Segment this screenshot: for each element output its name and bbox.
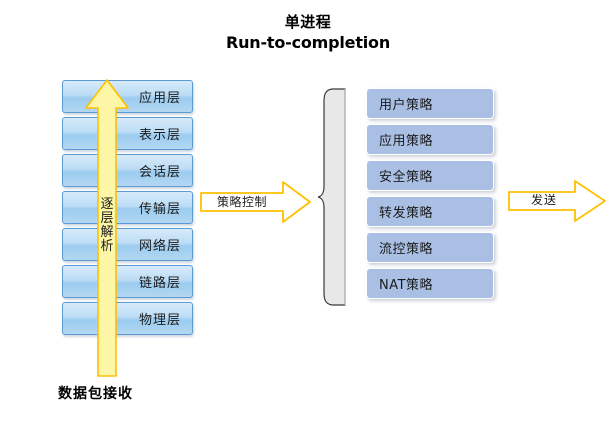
policy-item-security[interactable]: 安全策略: [366, 160, 494, 191]
layer-label: 应用层: [138, 91, 181, 106]
layer-label: 物理层: [138, 313, 181, 328]
policy-label: 流控策略: [379, 242, 434, 257]
policy-label: 应用策略: [379, 134, 434, 149]
layer-label: 传输层: [138, 202, 181, 217]
policy-label: 转发策略: [379, 206, 434, 221]
policy-item-user[interactable]: 用户策略: [366, 88, 494, 119]
title-line-chinese: 单进程: [284, 13, 332, 31]
right-arrow-icon: [200, 181, 311, 223]
policy-control-label: 策略控制: [216, 195, 267, 209]
diagram-title: 单进程 Run-to-completion: [0, 12, 616, 54]
up-arrow-label: 逐 层 解 析: [84, 197, 130, 255]
title-line-english: Run-to-completion: [225, 33, 391, 53]
policy-list: 用户策略 应用策略 安全策略 转发策略 流控策略 NAT策略: [366, 88, 494, 304]
right-arrow-icon: [508, 180, 606, 222]
protocol-layer-stack: 应用层 表示层 会话层 传输层 网络层 链路层 物理层: [62, 80, 193, 339]
layer-box-datalink[interactable]: 链路层: [62, 265, 193, 298]
up-arrow-label-char-4: 析: [100, 239, 114, 255]
policy-label: NAT策略: [379, 278, 434, 293]
layer-box-presentation[interactable]: 表示层: [62, 117, 193, 150]
up-arrow-label-char-1: 逐: [100, 197, 114, 212]
layer-box-network[interactable]: 网络层: [62, 228, 193, 261]
policy-label: 用户策略: [379, 98, 434, 113]
layer-label: 网络层: [138, 239, 181, 254]
up-arrow-label-char-3: 解: [100, 225, 114, 241]
layer-label: 表示层: [138, 128, 181, 143]
send-label: 发送: [530, 193, 557, 207]
packet-receive-caption: 数据包接收: [58, 386, 133, 402]
policy-group-brace: [317, 86, 348, 308]
policy-item-forwarding[interactable]: 转发策略: [366, 196, 494, 227]
policy-label: 安全策略: [379, 170, 434, 185]
layer-box-physical[interactable]: 物理层: [62, 302, 193, 335]
layer-box-transport[interactable]: 传输层: [62, 191, 193, 224]
policy-item-nat[interactable]: NAT策略: [366, 268, 494, 299]
layer-label: 会话层: [138, 165, 181, 180]
policy-item-application[interactable]: 应用策略: [366, 124, 494, 155]
send-arrow: 发送: [507, 178, 607, 224]
up-arrow-label-char-2: 层: [100, 211, 114, 227]
layer-box-session[interactable]: 会话层: [62, 154, 193, 187]
curly-brace-icon: [317, 88, 346, 306]
up-arrow-icon: [85, 79, 129, 377]
up-arrow-shape: 逐 层 解 析: [84, 78, 130, 378]
policy-item-flow-control[interactable]: 流控策略: [366, 232, 494, 263]
policy-control-arrow: 策略控制: [199, 180, 312, 224]
layer-label: 链路层: [138, 276, 181, 291]
